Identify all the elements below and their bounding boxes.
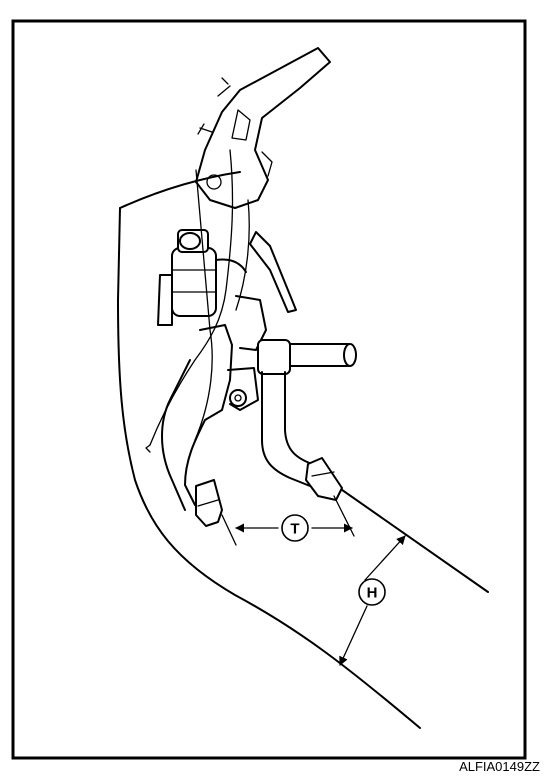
figure-code: ALFIA0149ZZ (459, 759, 540, 774)
dimension-h: H (339, 535, 406, 666)
pedal-bracket (195, 47, 331, 209)
floor-panel (117, 171, 489, 729)
booster-unit (157, 229, 247, 326)
label-t: T (290, 521, 299, 538)
pedal-shaft (257, 339, 357, 375)
figure-frame (11, 19, 527, 760)
side-plate (235, 231, 297, 351)
right-pedal (261, 371, 343, 501)
dimension-t: T (221, 495, 355, 546)
brake-pedal (161, 324, 259, 527)
label-h: H (367, 585, 378, 602)
